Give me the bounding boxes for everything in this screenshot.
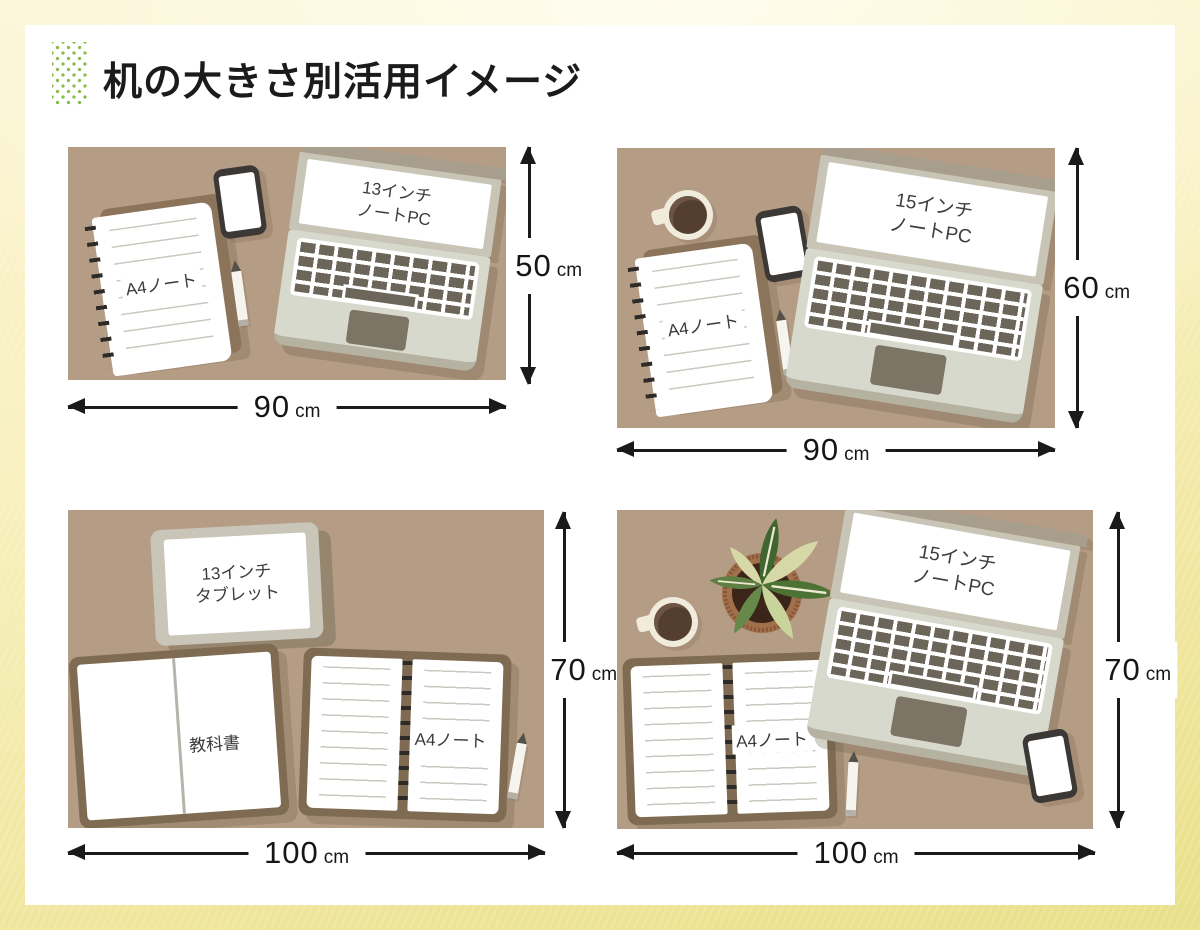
- desk-surface-100x70-study: 13インチ タブレット 教科書: [68, 510, 544, 828]
- open-a4-notebook-illustration: A4ノート: [622, 651, 838, 826]
- desk-surface-100x70-pc: A4ノート 15インチ ノートPC: [617, 510, 1093, 829]
- a4-notebook-illustration: A4ノート: [627, 234, 784, 418]
- notebook-left-page: [306, 655, 403, 811]
- laptop-15-inch-illustration: 15インチ ノートPC: [784, 148, 1055, 425]
- coffee-cup-illustration: [635, 597, 698, 647]
- open-textbook-illustration: 教科書: [68, 642, 290, 828]
- laptop-trackpad: [869, 344, 947, 396]
- open-a4-notebook-illustration: A4ノート: [298, 647, 512, 823]
- laptop-13-inch-illustration: 13インチ ノートPC: [272, 147, 506, 373]
- smartphone-illustration: [212, 164, 268, 240]
- notebook-label: A4ノート: [410, 722, 492, 755]
- laptop-screen-label: 15インチ ノートPC: [887, 188, 977, 250]
- tablet-screen: 13インチ タブレット: [163, 532, 311, 636]
- a4-notebook-illustration: A4ノート: [84, 192, 243, 377]
- ruled-lines: [642, 673, 716, 807]
- smartphone-illustration: [1021, 727, 1079, 805]
- coffee: [654, 603, 692, 641]
- tablet-label-line2: タブレット: [194, 582, 281, 607]
- laptop-trackpad: [345, 309, 410, 352]
- potted-plant-illustration: [709, 518, 830, 639]
- content-card: 机の大きさ別活用イメージ A4ノート: [25, 25, 1178, 905]
- pencil-illustration: [845, 761, 859, 817]
- textbook-label: 教科書: [184, 726, 245, 760]
- ruled-lines: [318, 666, 391, 801]
- tablet-13-inch-illustration: 13インチ タブレット: [150, 521, 324, 647]
- laptop-trackpad: [889, 695, 968, 748]
- smartphone-screen: [218, 171, 262, 233]
- notebook-left-page: [630, 663, 728, 818]
- notebook-label: A4ノート: [731, 722, 813, 755]
- keyboard-keys: [294, 241, 476, 316]
- smartphone-screen: [1027, 735, 1073, 797]
- textbook-pages: 教科書: [76, 651, 282, 821]
- pencil-illustration: [507, 742, 527, 800]
- dot-pattern-decoration: [52, 42, 88, 106]
- smartphone-screen: [760, 212, 807, 276]
- desk-surface-90x50: A4ノート 13インチ ノートPC: [68, 147, 506, 380]
- laptop-screen-label: 13インチ ノートPC: [355, 177, 435, 231]
- laptop-screen-label: 15インチ ノートPC: [910, 540, 1001, 603]
- coffee-cup-illustration: [650, 190, 713, 240]
- coffee: [669, 196, 707, 234]
- tablet-screen-label: 13インチ タブレット: [193, 560, 281, 609]
- page-title: 机の大きさ別活用イメージ: [103, 61, 583, 104]
- desk-surface-90x60: A4ノート 15インチ ノートPC: [617, 148, 1055, 428]
